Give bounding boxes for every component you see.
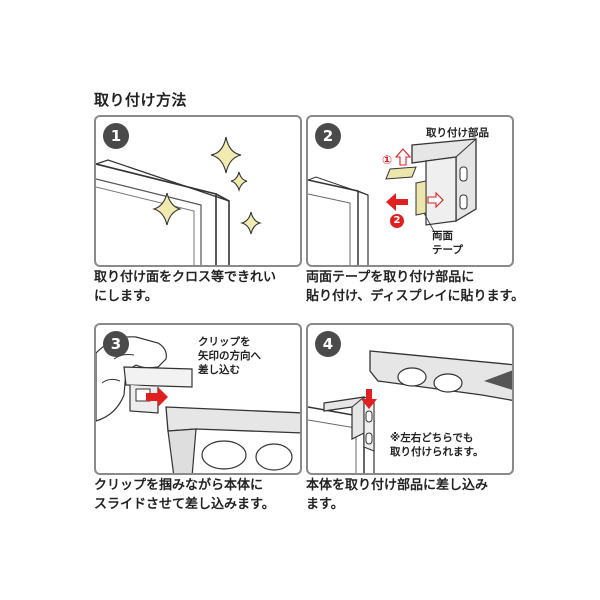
step-2-panel: 2 取り付け部品 ① 2 両面 テープ [306, 115, 514, 267]
tape-label: 両面 テープ [432, 229, 463, 257]
step-mark-1: ① [382, 153, 392, 167]
step-4-panel: 4 ※左右どちらでも 取り付けられます。 [306, 323, 514, 475]
step-3-caption: クリップを掴みながら本体に スライドさせて差し込みます。 [94, 476, 314, 514]
sparkle-icon [154, 137, 260, 234]
note-label: ※左右どちらでも 取り付けられます。 [390, 431, 483, 459]
step-number-badge: 1 [103, 123, 129, 149]
step-4-caption: 本体を取り付け部品に差し込み ます。 [306, 476, 526, 514]
page-title: 取り付け方法 [94, 89, 187, 110]
step-2-caption: 両面テープを取り付け部品に 貼り付け、ディスプレイに貼ります。 [306, 268, 526, 306]
mounting-part-label: 取り付け部品 [426, 126, 489, 140]
step-number-badge: 3 [103, 331, 129, 357]
step-number-badge: 2 [315, 123, 341, 149]
arrow-left-icon [386, 193, 408, 211]
step-1-caption: 取り付け面をクロス等できれい にします。 [94, 268, 314, 306]
step-1-panel: 1 [94, 115, 302, 267]
step-mark-2-badge: 2 [390, 214, 404, 228]
step-3-panel: 3 クリップを 矢印の方向へ 差し込む [94, 323, 302, 475]
step-number-badge: 4 [315, 331, 341, 357]
clip-instruction-label: クリップを 矢印の方向へ 差し込む [198, 335, 261, 377]
